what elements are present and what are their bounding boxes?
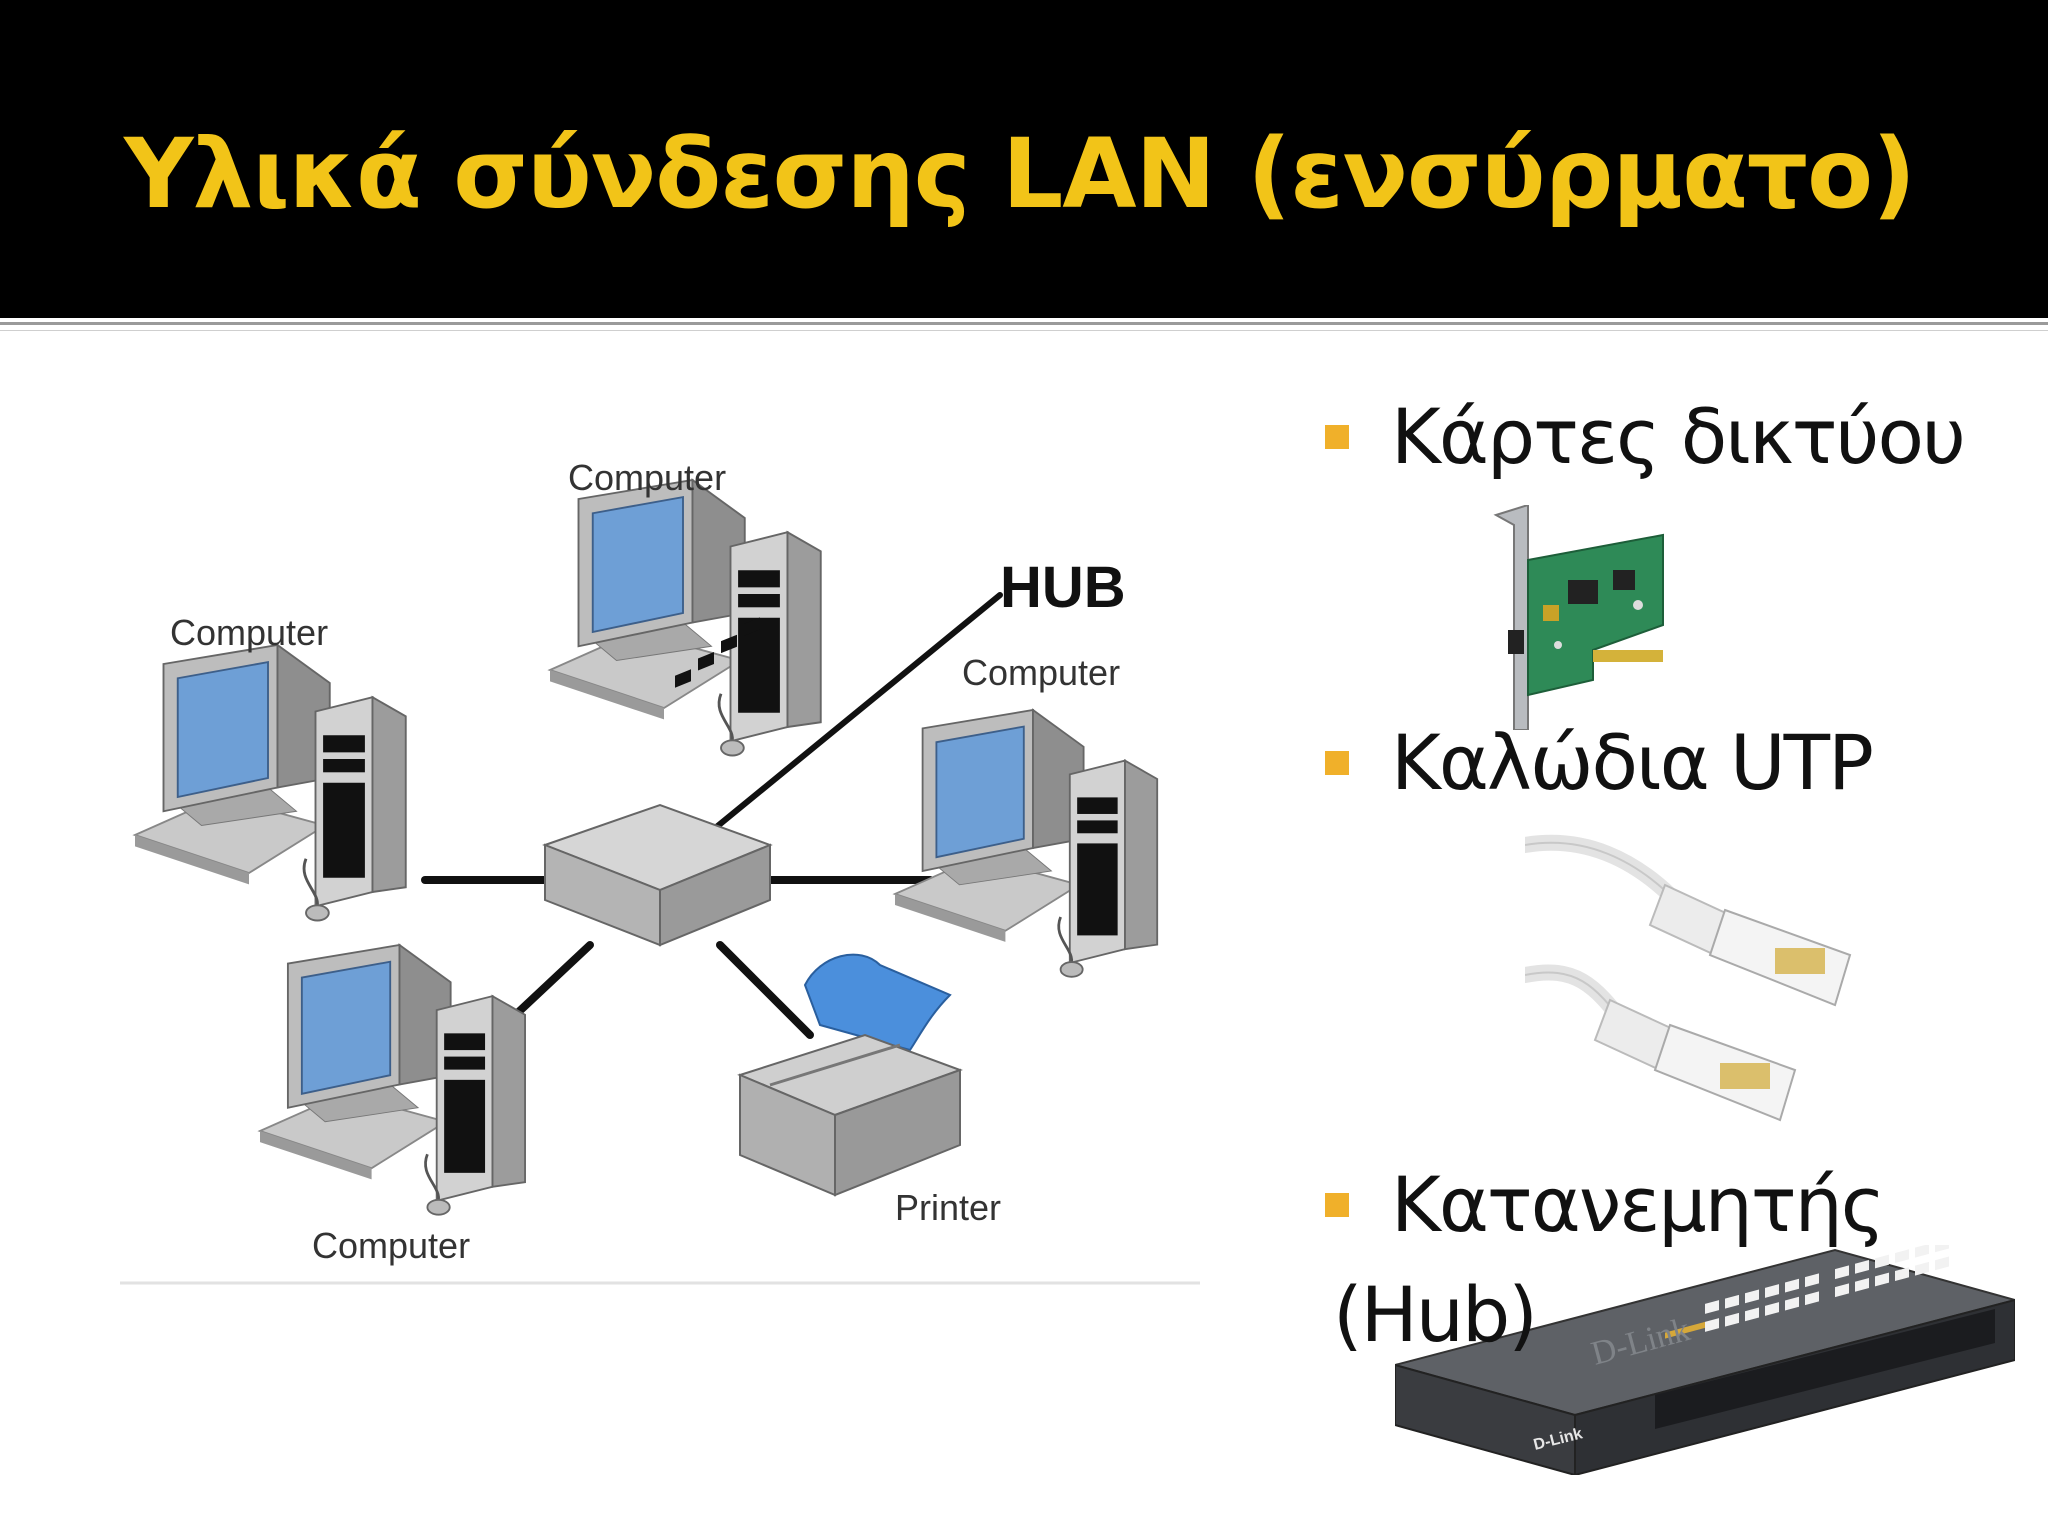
bullet-square-icon: [1325, 1192, 1349, 1217]
bullet-utp-cables: Καλώδια UTP: [1325, 718, 1874, 807]
slide-title: Υλικά σύνδεσης LAN (ενσύρματο): [124, 118, 1916, 230]
title-divider: [0, 322, 2048, 325]
bullet-text: Κάρτες δικτύου: [1391, 392, 1966, 481]
computer-bottom: [258, 943, 527, 1217]
label-computer-top: Computer: [568, 457, 726, 498]
hub-device: [542, 617, 773, 947]
computer-top: [548, 478, 823, 757]
bullet-hub: Κατανεμητής: [1325, 1160, 1885, 1249]
computer-left: [133, 643, 408, 922]
bullet-text: Κατανεμητής: [1391, 1160, 1885, 1249]
label-computer-right: Computer: [962, 652, 1120, 693]
printer-device: [737, 953, 963, 1197]
label-hub: HUB: [1000, 555, 1126, 620]
bullet-network-cards: Κάρτες δικτύου: [1325, 392, 1966, 481]
lan-diagram: Computer Computer Computer Computer HUB …: [120, 345, 1200, 1285]
label-computer-bottom: Computer: [312, 1225, 470, 1266]
bullet-text: Καλώδια UTP: [1391, 718, 1874, 807]
label-printer: Printer: [895, 1187, 1001, 1228]
bullet-hub-continuation: (Hub): [1333, 1270, 1538, 1359]
computer-right: [893, 708, 1159, 979]
bullet-square-icon: [1325, 424, 1349, 449]
title-band: [0, 0, 2048, 318]
utp-cable-image: [1517, 830, 1865, 1140]
title-divider-thin: [0, 330, 2048, 331]
bullet-square-icon: [1325, 750, 1349, 775]
label-computer-left: Computer: [170, 612, 328, 653]
dlink-hub-image: D-Link D-Link: [1391, 1238, 2019, 1477]
network-card-image: [1488, 503, 1678, 731]
